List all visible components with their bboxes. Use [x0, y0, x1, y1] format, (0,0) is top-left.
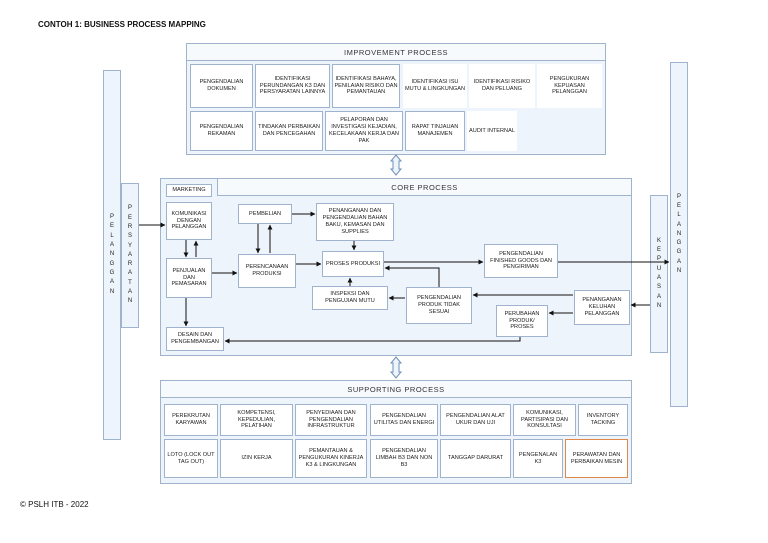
vertical-letter: A [676, 258, 681, 265]
core-komunikasi-box: KOMUNIKASI DENGAN PELANGGAN [166, 202, 212, 240]
vertical-letter: A [127, 251, 132, 258]
supporting-box-9: IZIN KERJA [220, 439, 293, 478]
right-kepuasan-bar: KEPUASANKEPUASAN [650, 195, 668, 353]
vertical-letter: A [676, 221, 681, 228]
left-pelanggan-bar: PELANGGANPELANGGAN [103, 70, 121, 440]
vertical-letter: R [127, 261, 133, 268]
supporting-box-4: PENGENDALIAN UTILITAS DAN ENERGI [370, 404, 438, 436]
supporting-process-header: SUPPORTING PROCESS [161, 381, 631, 398]
page-title: CONTOH 1: BUSINESS PROCESS MAPPING [38, 20, 206, 29]
vertical-letter: G [109, 260, 115, 267]
vertical-letter: N [656, 302, 662, 309]
supporting-box-10: PEMANTAUAN & PENGUKURAN KINERJA K3 & LIN… [295, 439, 367, 478]
improvement-process-header: IMPROVEMENT PROCESS [187, 44, 605, 61]
improvement-box-7: PENGENDALIAN REKAMAN [190, 111, 253, 151]
vertical-letter: P [656, 256, 661, 263]
vertical-letter: L [677, 212, 681, 219]
vertical-letter: R [127, 223, 133, 230]
vertical-letter: A [127, 289, 132, 296]
vertical-letter: N [109, 288, 115, 295]
core-perencanaan-box: PERENCANAAN PRODUKSI [238, 254, 296, 288]
core-pembelian-box: PEMBELIAN [238, 204, 292, 224]
vertical-letter: N [676, 268, 682, 275]
vertical-letter: E [127, 214, 132, 221]
core-desain-box: DESAIN DAN PENGEMBANGAN [166, 327, 224, 351]
improvement-box-2: IDENTIFIKASI PERUNDANGAN K3 DAN PERSYARA… [255, 64, 330, 108]
vertical-letter: E [109, 223, 114, 230]
vertical-letter: E [676, 202, 681, 209]
core-finished-goods-box: PENGENDALIAN FINISHED GOODS DAN PENGIRIM… [484, 244, 558, 278]
vertical-letter: Y [127, 242, 132, 249]
core-inspeksi-box: INSPEKSI DAN PENGUJIAN MUTU [312, 286, 388, 310]
vertical-letter: G [676, 240, 682, 247]
vertical-letter: S [656, 284, 661, 291]
core-marketing-box: MARKETING [166, 184, 212, 197]
supporting-box-13: PENGENALAN K3 [513, 439, 563, 478]
core-keluhan-box: PENANGANAN KELUHAN PELANGGAN [574, 290, 630, 325]
vertical-letter: L [110, 232, 114, 239]
vertical-letter: E [656, 247, 661, 254]
supporting-box-5: PENGENDALIAN ALAT UKUR DAN UJI [440, 404, 511, 436]
vertical-letter: P [109, 214, 114, 221]
improvement-core-double-arrow [389, 154, 403, 176]
core-penanganan-bahan-box: PENANGANAN DAN PENGENDALIAN BAHAN BAKU, … [316, 203, 394, 241]
supporting-box-12: TANGGAP DARURAT [440, 439, 511, 478]
vertical-letter: T [128, 279, 132, 286]
arrow-perubahan-desain [224, 337, 521, 344]
supporting-box-8: LOTO (LOCK OUT TAG OUT) [164, 439, 218, 478]
improvement-box-10: RAPAT TINJAUAN MANAJEMEN [405, 111, 465, 151]
improvement-box-3: IDENTIFIKASI BAHAYA, PENILAIAN RISIKO DA… [332, 64, 400, 108]
vertical-letter: N [109, 251, 115, 258]
supporting-box-14: PERAWATAN DAN PERBAIKAN MESIN [565, 439, 628, 478]
improvement-box-4: IDENTIFIKASI ISU MUTU & LINGKUNGAN [403, 64, 467, 108]
improvement-box-8: TINDAKAN PERBAIKAN DAN PENCEGAHAN [255, 111, 323, 151]
supporting-box-3: PENYEDIAAN DAN PENGENDALIAN INFRASTRUKTU… [295, 404, 367, 436]
vertical-letter: A [656, 293, 661, 300]
vertical-letter: U [656, 265, 662, 272]
vertical-letter: A [127, 270, 132, 277]
core-pengendalian-tidak-sesuai-box: PENGENDALIAN PRODUK TIDAK SESUAI [406, 287, 472, 324]
vertical-letter: A [656, 275, 661, 281]
core-supporting-double-arrow [389, 356, 403, 379]
vertical-letter: A [109, 279, 114, 286]
vertical-letter: G [676, 249, 682, 256]
vertical-letter: G [109, 269, 115, 276]
improvement-box-1: PENGENDALIAN DOKUMEN [190, 64, 253, 108]
vertical-letter: P [127, 205, 132, 212]
vertical-letter: N [676, 230, 682, 237]
core-penjualan-box: PENJUALAN DAN PEMASARAN [166, 258, 212, 298]
improvement-box-9: PELAPORAN DAN INVESTIGASI KEJADIAN, KECE… [325, 111, 403, 151]
left-persyaratan-bar: PERSYARATANPERSYARATAN [121, 183, 139, 328]
copyright-footer: © PSLH ITB - 2022 [20, 500, 89, 509]
improvement-box-5: IDENTIFIKASI RISIKO DAN PELUANG [469, 64, 535, 108]
right-pelanggan-bar: PELANGGANPELANGGAN [670, 62, 688, 407]
vertical-letter: A [109, 242, 114, 249]
supporting-box-6: KOMUNIKASI, PARTISIPASI DAN KONSULTASI [513, 404, 576, 436]
core-proses-produksi-box: PROSES PRODUKSI [322, 251, 384, 277]
core-perubahan-box: PERUBAHAN PRODUK/ PROSES [496, 305, 548, 337]
vertical-letter: P [676, 193, 681, 200]
supporting-box-1: PEREKRUTAN KARYAWAN [164, 404, 218, 436]
vertical-letter: K [656, 237, 661, 244]
supporting-box-11: PENGENDALIAN LIMBAH B3 DAN NON B3 [370, 439, 438, 478]
vertical-letter: S [127, 233, 132, 240]
supporting-box-7: INVENTORY TACKING [578, 404, 628, 436]
core-process-header: CORE PROCESS [217, 179, 631, 196]
improvement-box-6: PENGUKURAN KEPUASAN PELANGGAN [537, 64, 602, 108]
improvement-box-11: AUDIT INTERNAL [467, 111, 517, 151]
supporting-box-2: KOMPETENSI, KEPEDULIAN, PELATIHAN [220, 404, 293, 436]
vertical-letter: N [127, 298, 133, 305]
arrow-tidak-sesuai-produksi [384, 265, 440, 287]
